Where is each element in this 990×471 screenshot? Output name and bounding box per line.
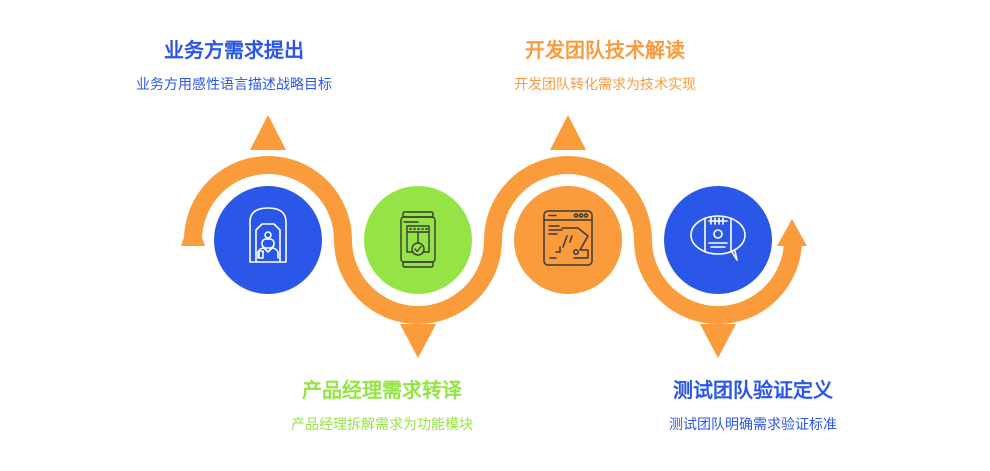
step-label-2: 产品经理需求转译 产品经理拆解需求为功能模块 <box>232 377 532 435</box>
step-description: 测试团队明确需求验证标准 <box>669 417 837 433</box>
step-label-4: 测试团队验证定义 测试团队明确需求验证标准 <box>603 377 903 435</box>
step-description: 开发团队转化需求为技术实现 <box>514 77 696 93</box>
step-label-1: 业务方需求提出 业务方用感性语言描述战略目标 <box>84 37 384 95</box>
browser-code-icon <box>543 210 593 266</box>
step-title: 开发团队技术解读 <box>525 38 685 62</box>
speech-report-icon <box>690 215 746 261</box>
step-description: 产品经理拆解需求为功能模块 <box>291 417 473 433</box>
step-circle-3 <box>514 186 622 294</box>
step-title: 业务方需求提出 <box>164 38 304 62</box>
person-badge-icon <box>249 207 287 263</box>
pointer-up-1 <box>250 115 286 150</box>
pointer-down-2 <box>400 324 436 358</box>
wave-arrow-band <box>184 156 802 324</box>
step-circle-4 <box>664 186 772 294</box>
step-label-3: 开发团队技术解读 开发团队转化需求为技术实现 <box>455 37 755 95</box>
pointer-down-4 <box>700 324 736 358</box>
document-check-icon <box>400 211 436 268</box>
step-circle-1 <box>214 186 322 294</box>
arrow-tail-left <box>181 226 205 246</box>
step-title: 测试团队验证定义 <box>673 378 833 402</box>
pointer-up-3 <box>550 115 586 150</box>
arrow-head-right <box>777 219 807 246</box>
step-title: 产品经理需求转译 <box>302 378 462 402</box>
step-description: 业务方用感性语言描述战略目标 <box>136 77 332 93</box>
